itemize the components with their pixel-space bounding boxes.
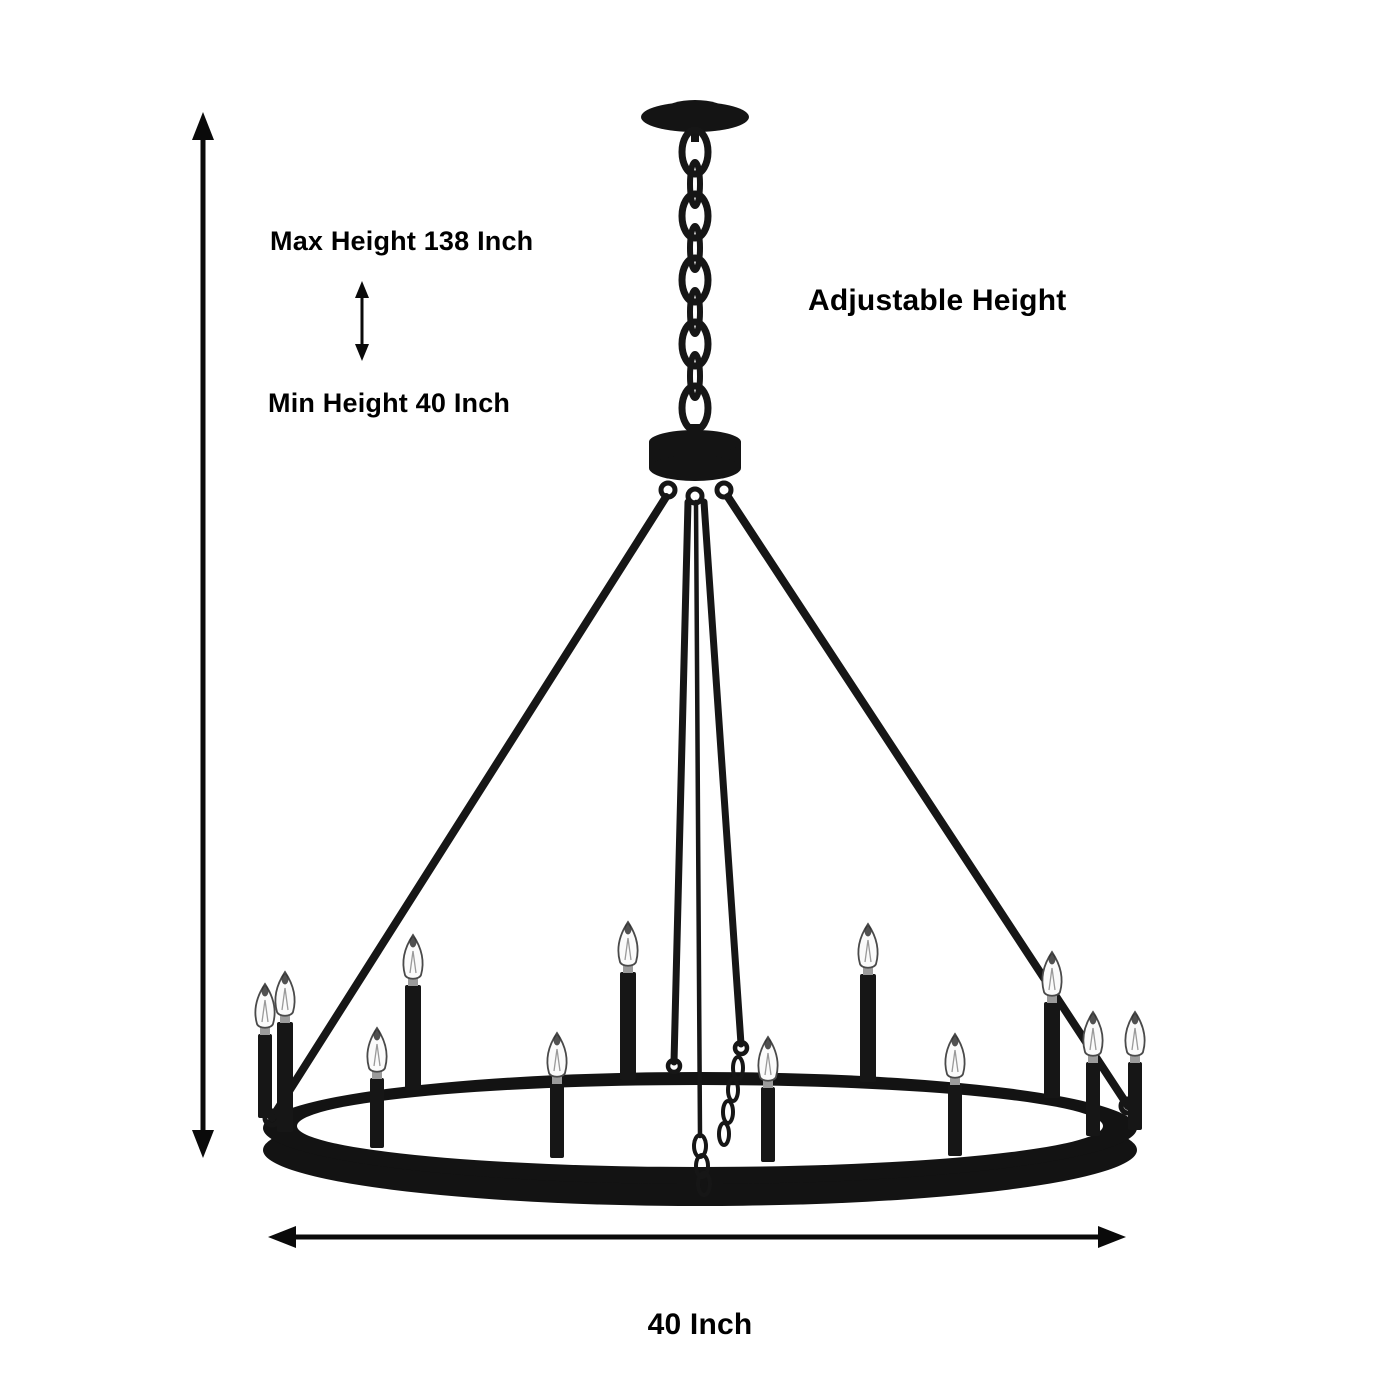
width-dimension-arrow xyxy=(268,1226,1126,1248)
height-dimension-arrow xyxy=(192,112,214,1158)
candle xyxy=(617,921,639,1080)
adjustable-height-label: Adjustable Height xyxy=(808,284,1067,317)
candle xyxy=(402,934,424,1090)
width-label: 40 Inch xyxy=(647,1308,753,1341)
candle xyxy=(274,971,296,1132)
candle xyxy=(546,1032,568,1158)
ceiling-canopy xyxy=(641,100,749,142)
candle xyxy=(254,983,276,1118)
hub-cup xyxy=(649,424,741,481)
hanging-chain xyxy=(678,126,712,434)
candle xyxy=(757,1036,779,1162)
support-rods xyxy=(268,493,1132,1139)
candles xyxy=(254,921,1146,1162)
candle xyxy=(944,1033,966,1156)
adjust-range-arrow xyxy=(355,281,369,361)
candle xyxy=(366,1027,388,1148)
max-height-label: Max Height 138 Inch xyxy=(270,226,534,256)
candle xyxy=(1124,1011,1146,1130)
candle xyxy=(1082,1011,1104,1136)
min-height-label: Min Height 40 Inch xyxy=(268,388,511,418)
candle xyxy=(857,923,879,1082)
candle xyxy=(1041,951,1063,1098)
